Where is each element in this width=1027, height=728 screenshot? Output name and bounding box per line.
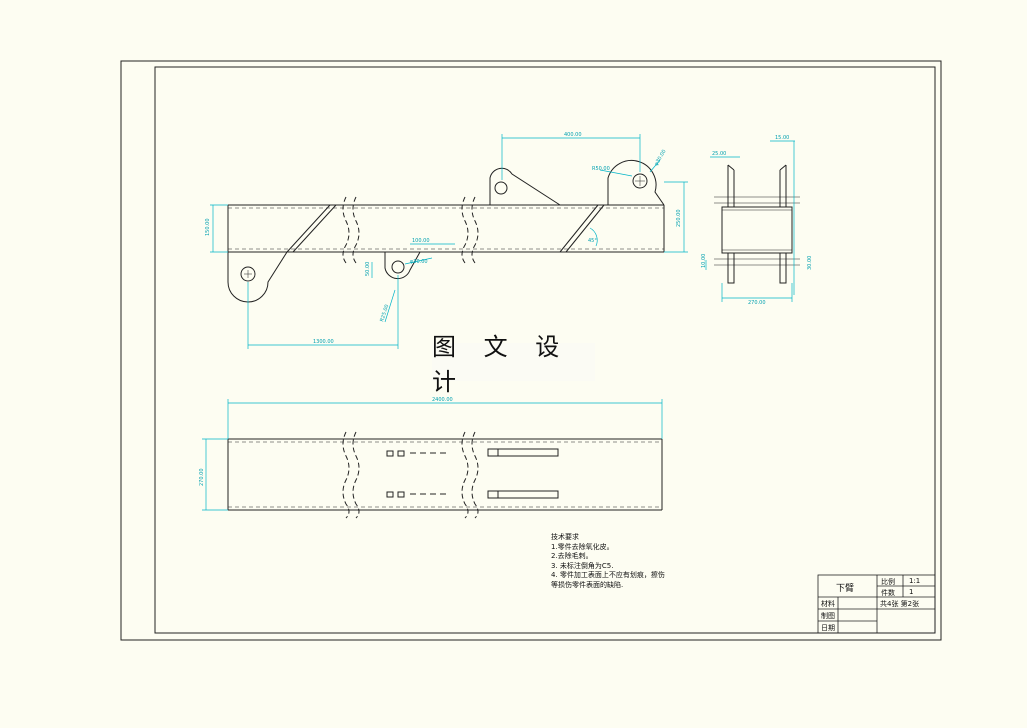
svg-text:1300.00: 1300.00	[313, 339, 334, 345]
side-view	[714, 164, 800, 284]
part-name: 下臂	[836, 584, 855, 594]
notes-title: 技术要求	[551, 533, 579, 541]
svg-text:φ30.00: φ30.00	[654, 149, 668, 167]
notes-line: 3. 未标注倒角为C5.	[551, 561, 614, 570]
svg-text:R50.00: R50.00	[592, 166, 610, 172]
svg-text:400.00: 400.00	[564, 132, 582, 138]
svg-text:250.00: 250.00	[676, 210, 682, 228]
qty-value: 1	[909, 588, 914, 596]
inner-frame	[154, 66, 936, 634]
front-view	[227, 160, 665, 303]
technical-requirements: 技术要求 1.零件去除氧化皮。 2.去除毛刺。 3. 未标注倒角为C5. 4. …	[551, 533, 665, 591]
svg-text:150.00: 150.00	[205, 219, 211, 237]
svg-text:10.00: 10.00	[701, 254, 707, 268]
notes-line: 1.零件去除氧化皮。	[551, 542, 614, 551]
front-view-dimension-text: 400.00 250.00 150.00 1300.00 100.00 50.0…	[205, 132, 682, 345]
svg-text:270.00: 270.00	[199, 469, 205, 487]
svg-text:45°: 45°	[588, 238, 597, 244]
side-view-dimensions	[705, 140, 795, 302]
side-view-dimension-text: 270.00 25.00 15.00 10.00 30.00	[701, 135, 813, 306]
front-view-dimensions	[210, 134, 688, 349]
drawn-label: 制图	[821, 612, 835, 620]
svg-text:30.00: 30.00	[807, 256, 813, 270]
watermark: 图 文 设 计	[432, 333, 595, 396]
date-label: 日期	[821, 624, 835, 632]
notes-line: 等损伤零件表面的缺陷.	[551, 580, 624, 589]
scale-value: 1:1	[909, 577, 921, 585]
plan-view	[227, 431, 663, 519]
svg-text:100.00: 100.00	[412, 238, 430, 244]
notes-line: 2.去除毛刺。	[551, 552, 593, 561]
svg-text:2400.00: 2400.00	[432, 397, 453, 403]
svg-text:R25.00: R25.00	[379, 304, 390, 323]
svg-text:25.00: 25.00	[712, 151, 726, 157]
notes-line: 4. 零件加工表面上不应有划痕，擦伤	[551, 571, 665, 580]
material-label: 材料	[821, 600, 835, 608]
plan-view-dimensions	[202, 399, 663, 511]
outer-frame	[120, 60, 942, 641]
svg-text:15.00: 15.00	[775, 135, 789, 141]
svg-text:φ30.00: φ30.00	[410, 259, 428, 265]
svg-text:50.00: 50.00	[365, 262, 371, 276]
title-block	[817, 574, 936, 634]
svg-text:270.00: 270.00	[748, 300, 766, 306]
plan-view-dimension-text: 2400.00 270.00	[199, 397, 453, 486]
scale-label: 比例	[881, 578, 895, 586]
qty-label: 件数	[881, 589, 895, 597]
sheet-count: 共4张 第2张	[880, 600, 920, 608]
